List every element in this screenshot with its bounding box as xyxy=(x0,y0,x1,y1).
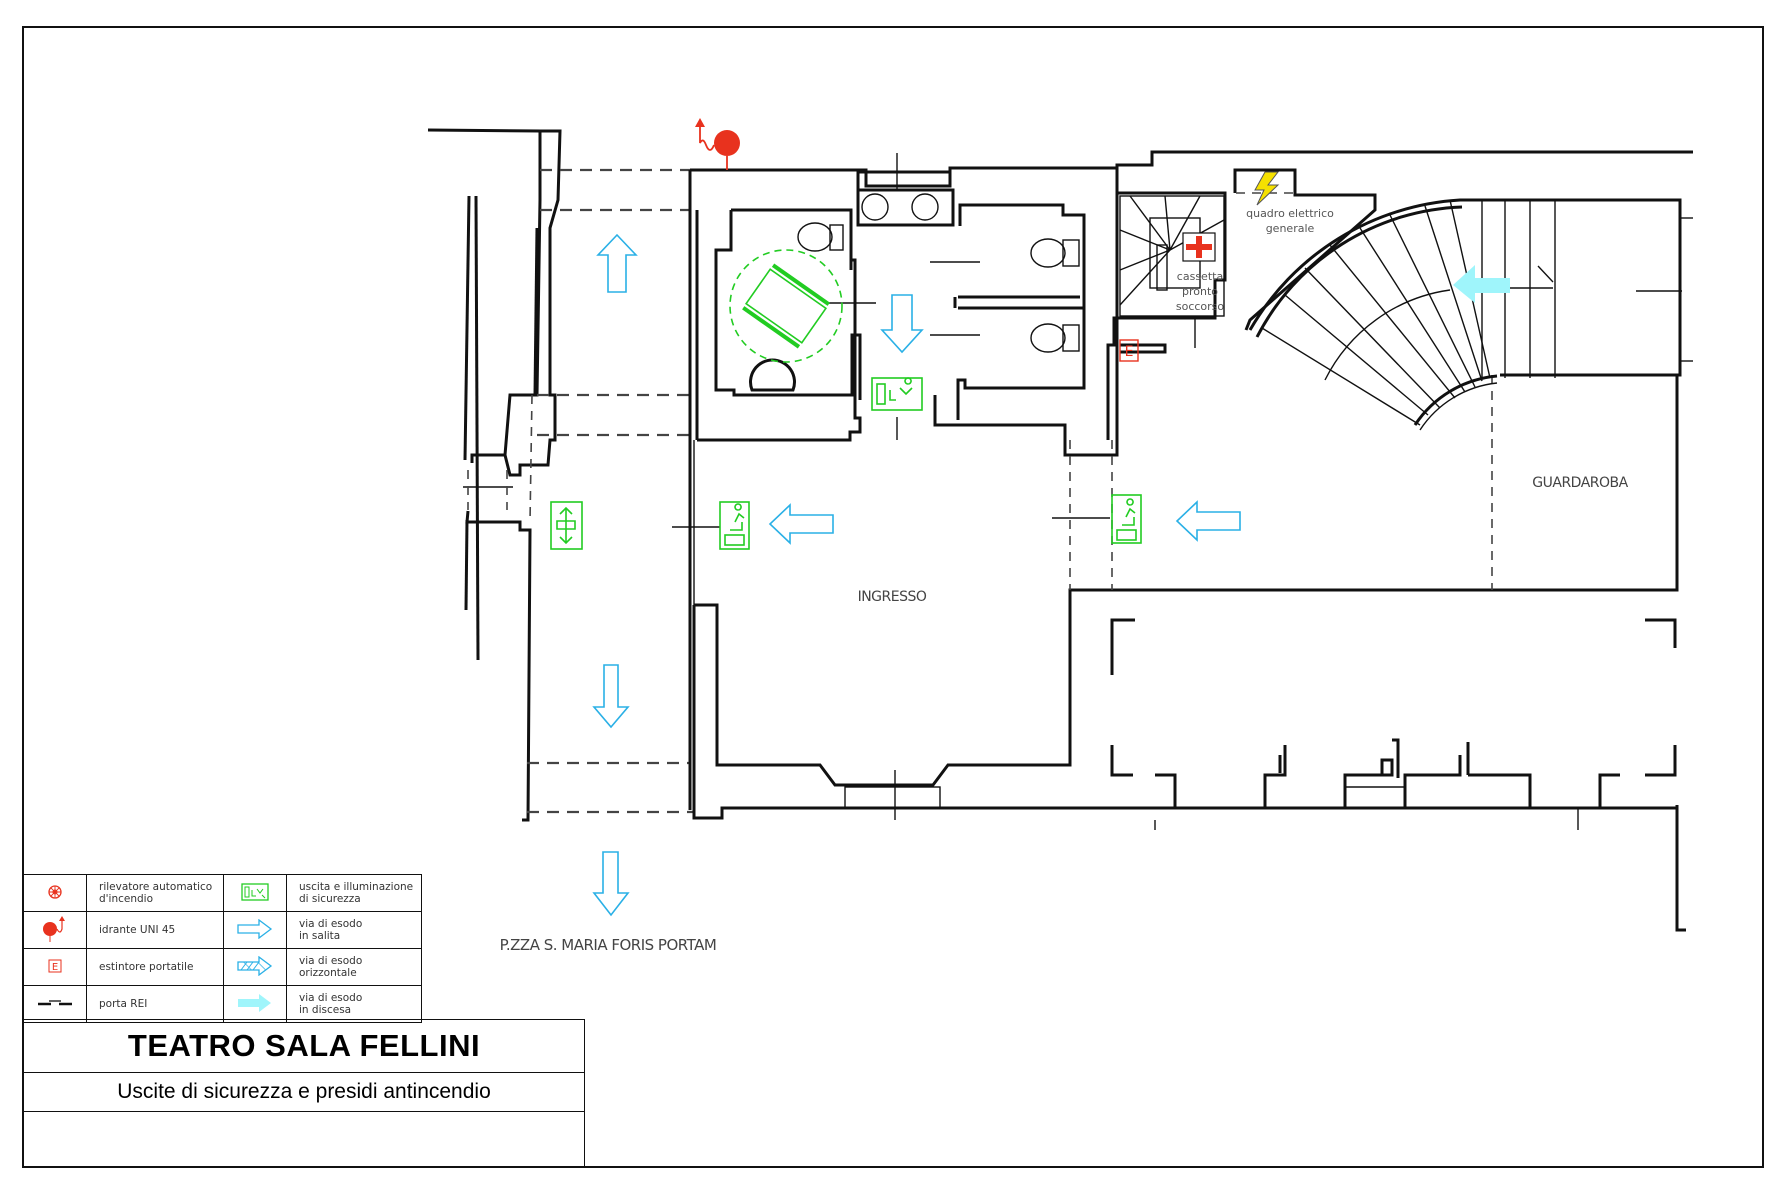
label-cassetta-line2: pronto xyxy=(1182,285,1218,298)
title-block: TEATRO SALA FELLINI Uscite di sicurezza … xyxy=(22,1019,585,1168)
legend-label: idrante UNI 45 xyxy=(86,911,224,949)
escape-arrow-up xyxy=(596,233,638,293)
label-quadro-line1: quadro elettrico xyxy=(1246,207,1334,220)
exit-sign-portico xyxy=(550,501,583,550)
room-label-ingresso: INGRESSO xyxy=(858,589,927,605)
escape-arrow-left-hall xyxy=(1175,500,1241,542)
escape-arrow-descent xyxy=(1453,265,1510,303)
extinguisher-icon: E xyxy=(22,948,87,986)
wheelchair-turning-space xyxy=(729,249,843,363)
portico-dashed-lines xyxy=(527,168,695,814)
label-cassetta-line1: cassetta xyxy=(1177,270,1223,283)
escape-arrow-down-street xyxy=(592,851,630,917)
extinguisher-mark: E xyxy=(1125,344,1134,360)
legend-label: estintore portatile xyxy=(86,948,224,986)
escape-route-down-icon xyxy=(223,985,287,1023)
first-aid-box-icon xyxy=(1182,232,1216,262)
main-staircase xyxy=(1248,198,1693,431)
drawing-subtitle: Uscite di sicurezza e presidi antincendi… xyxy=(24,1073,584,1112)
electric-panel-icon xyxy=(1254,171,1280,206)
drawing-title: TEATRO SALA FELLINI xyxy=(24,1020,584,1073)
legend-label: porta REI xyxy=(86,985,224,1023)
escape-arrow-down-restroom xyxy=(880,294,924,354)
street-label: P.ZZA S. MARIA FORIS PORTAM xyxy=(500,936,717,954)
title-block-notes xyxy=(24,1112,584,1168)
fire-detector-icon xyxy=(22,874,87,912)
room-label-guardaroba: GUARDAROBA xyxy=(1532,475,1628,491)
exit-sign-ingresso xyxy=(719,501,750,550)
escape-route-up-icon xyxy=(223,911,287,949)
sanitary-fixtures xyxy=(672,153,1196,528)
extinguisher-icon: E xyxy=(1119,339,1139,362)
hydrant-icon xyxy=(695,118,740,170)
exit-sign-hall xyxy=(1111,494,1142,544)
main-walls xyxy=(688,150,1693,932)
svg-text:E: E xyxy=(51,962,57,973)
fire-door-icon xyxy=(22,985,87,1023)
emergency-exit-light-icon xyxy=(223,874,287,912)
label-quadro-line2: generale xyxy=(1266,222,1315,235)
escape-route-horizontal-icon xyxy=(223,948,287,986)
escape-arrow-down-portico xyxy=(592,664,630,729)
exit-sign-restroom xyxy=(871,377,923,411)
left-building-outline xyxy=(427,128,562,822)
label-cassetta-line3: soccorso xyxy=(1176,300,1225,313)
hydrant-icon xyxy=(22,911,87,949)
escape-arrow-left-ingresso xyxy=(768,503,834,545)
